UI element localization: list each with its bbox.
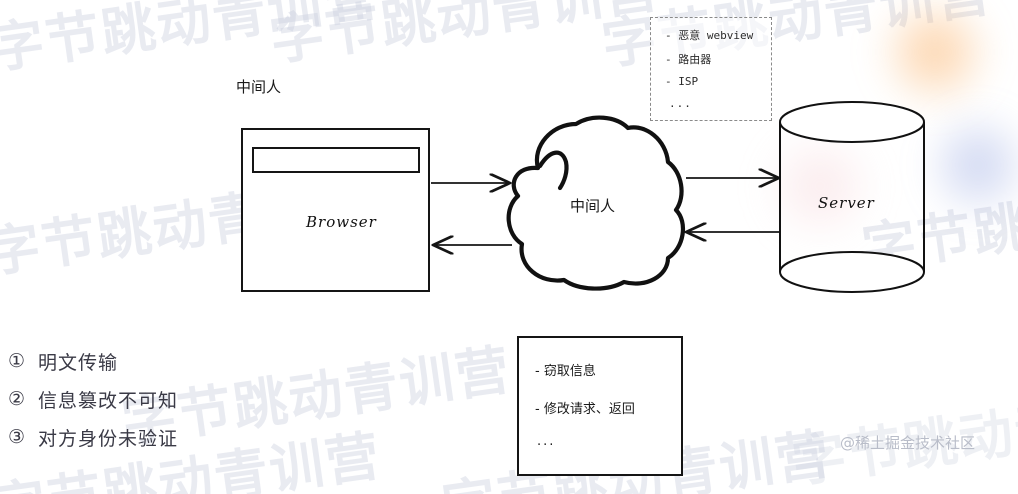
mitm-cloud-label: 中间人 — [570, 197, 616, 215]
server-cylinder-shape — [774, 100, 930, 298]
attacker-item: - 恶意 webview — [665, 29, 754, 42]
browser-label: Browser — [306, 213, 377, 231]
consequence-item: - 窃取信息 — [535, 364, 596, 379]
browser-url-bar — [252, 147, 420, 173]
attacker-item: - ISP — [665, 75, 699, 88]
issue-number: ② — [8, 388, 26, 410]
server-label: Server — [818, 194, 875, 212]
issue-item: ③ 对方身份未验证 — [8, 418, 268, 456]
issue-number: ③ — [8, 426, 26, 448]
consequence-item-ellipsis: ... — [537, 434, 556, 449]
browser-top-label: 中间人 — [236, 78, 282, 96]
mitm-cloud-shape — [496, 110, 696, 292]
issue-item: ② 信息篡改不可知 — [8, 380, 268, 418]
issues-list: ① 明文传输 ② 信息篡改不可知 ③ 对方身份未验证 — [8, 342, 268, 456]
corner-watermark: @稀土掘金技术社区 — [840, 434, 976, 452]
attacker-item-ellipsis: ... — [669, 97, 692, 110]
attack-consequences-box: - 窃取信息 - 修改请求、返回 ... — [517, 336, 683, 476]
issue-text: 明文传输 — [38, 351, 119, 374]
attacker-types-box: - 恶意 webview - 路由器 - ISP ... — [650, 17, 772, 121]
issue-item: ① 明文传输 — [8, 342, 268, 380]
issue-text: 对方身份未验证 — [38, 427, 179, 450]
consequence-item: - 修改请求、返回 — [535, 402, 635, 417]
issue-text: 信息篡改不可知 — [38, 389, 179, 412]
attacker-item: - 路由器 — [665, 53, 712, 66]
issue-number: ① — [8, 350, 26, 372]
